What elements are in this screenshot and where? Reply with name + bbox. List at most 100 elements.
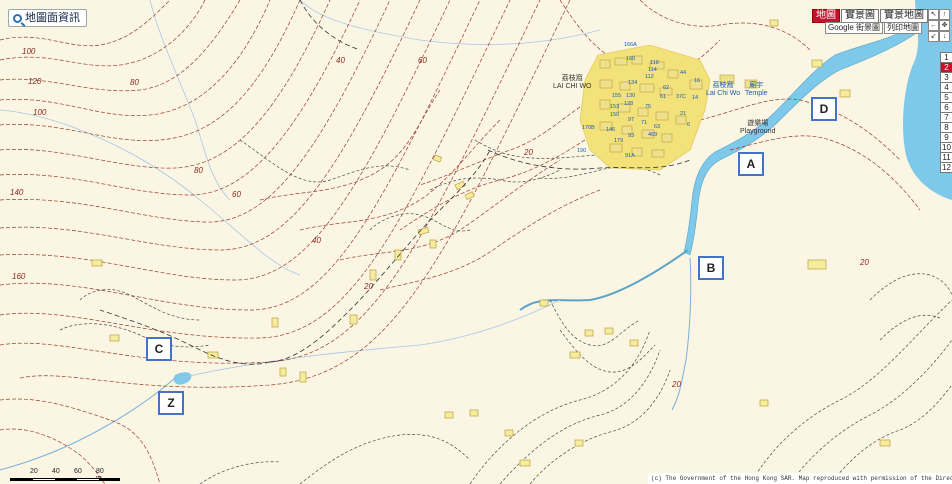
tab-aerial[interactable]: 實景圖 bbox=[841, 9, 879, 23]
contour-label: 120 bbox=[28, 77, 42, 86]
contour-label: 20 bbox=[524, 148, 533, 157]
footpaths bbox=[99, 0, 691, 365]
building-number: 118 bbox=[650, 60, 659, 66]
small-structures bbox=[91, 19, 891, 467]
pan-center-icon[interactable]: ✥ bbox=[939, 20, 950, 31]
place-name-en: Playground bbox=[740, 128, 776, 135]
tab-map[interactable]: 地圖 bbox=[812, 9, 840, 23]
marker-d: D bbox=[811, 97, 837, 121]
stream-south bbox=[671, 257, 692, 411]
contour-lines bbox=[0, 0, 921, 484]
building-number: 134 bbox=[628, 80, 638, 86]
scale-label: 40 bbox=[52, 468, 60, 475]
place-label-lai-chi-wo-small: 荔枝窩 Lai Chi Wo bbox=[706, 82, 740, 98]
contour-label: 160 bbox=[12, 272, 26, 281]
zoom-level-6[interactable]: 6 bbox=[940, 103, 952, 113]
marker-z: Z bbox=[158, 391, 184, 415]
building-number: 62 bbox=[663, 85, 670, 91]
map-tools-row: Google 街景圖 列印地圖 bbox=[825, 22, 923, 34]
building-number: 97 bbox=[628, 117, 635, 123]
place-label-temple: 廟宇 Temple bbox=[745, 82, 768, 98]
tab-aerial-map[interactable]: 實景地圖 bbox=[880, 9, 928, 23]
building-number: 153 bbox=[610, 104, 620, 110]
building-number: 16 bbox=[694, 78, 701, 84]
zoom-level-2[interactable]: 2 bbox=[940, 63, 952, 73]
contour-label: 40 bbox=[312, 236, 321, 245]
map-info-button[interactable]: 地圖面資訊 bbox=[8, 9, 87, 27]
building-number: 469 bbox=[648, 132, 658, 138]
building-number: 146 bbox=[606, 127, 616, 133]
magnifier-icon bbox=[13, 13, 22, 23]
street-view-button[interactable]: Google 街景圖 bbox=[825, 22, 884, 34]
place-label-playground: 遊樂場 Playground bbox=[740, 120, 775, 136]
zoom-level-10[interactable]: 10 bbox=[940, 143, 952, 153]
pan-nw-icon[interactable]: ↖ bbox=[928, 9, 939, 20]
scale-line bbox=[10, 478, 120, 481]
building-number: 93 bbox=[628, 133, 635, 139]
building-number: 21 bbox=[680, 111, 687, 117]
place-name-cn: 荔枝窩 bbox=[712, 82, 734, 89]
place-name-en: Lai Chi Wo bbox=[706, 90, 741, 97]
marker-a: A bbox=[738, 152, 764, 176]
contour-label: 100 bbox=[22, 47, 36, 56]
building-number: 37C bbox=[676, 94, 687, 100]
village-buildings bbox=[599, 55, 758, 158]
stream-nw bbox=[0, 109, 301, 276]
contour-label: 40 bbox=[336, 56, 345, 65]
place-name-cn: 荔枝窩 bbox=[561, 75, 583, 82]
building-number: 14 bbox=[692, 95, 699, 101]
building-number: 6 bbox=[687, 122, 691, 128]
building-number: 91A bbox=[625, 153, 635, 159]
building-number: 63 bbox=[654, 124, 661, 130]
map-info-label: 地圖面資訊 bbox=[25, 12, 80, 24]
building-number: 61 bbox=[660, 94, 667, 100]
zoom-level-4[interactable]: 4 bbox=[940, 83, 952, 93]
building-number: 128 bbox=[624, 101, 634, 107]
contour-label: 20 bbox=[364, 282, 373, 291]
contour-label: 100 bbox=[33, 108, 47, 117]
zoom-level-1[interactable]: 1 bbox=[940, 52, 952, 63]
pan-down-icon[interactable]: ↓ bbox=[939, 31, 950, 42]
stream-n bbox=[299, 0, 601, 45]
zoom-level-11[interactable]: 11 bbox=[940, 153, 952, 163]
contour-lines-dark bbox=[59, 139, 952, 484]
pan-sw-icon[interactable]: ↙ bbox=[928, 31, 939, 42]
marker-c: C bbox=[146, 337, 172, 361]
zoom-level-3[interactable]: 3 bbox=[940, 73, 952, 83]
place-name-en: Temple bbox=[745, 90, 768, 97]
map-type-toolbar: 地圖 實景圖 實景地圖 bbox=[812, 9, 928, 23]
building-number: 130 bbox=[626, 93, 636, 99]
zoom-level-12[interactable]: 12 bbox=[940, 163, 952, 173]
scale-label: 20 bbox=[30, 468, 38, 475]
sea-area bbox=[903, 0, 952, 200]
print-map-button[interactable]: 列印地圖 bbox=[884, 22, 923, 34]
building-number: 114 bbox=[648, 67, 657, 73]
contour-label: 20 bbox=[672, 380, 681, 389]
place-name-en: LAI CHI WO bbox=[553, 83, 592, 90]
contour-label: 60 bbox=[232, 190, 241, 199]
pan-left-icon[interactable]: ← bbox=[928, 20, 939, 31]
building-number: 166A bbox=[624, 42, 637, 48]
building-number: 170B bbox=[582, 125, 595, 131]
building-number: 179 bbox=[614, 138, 624, 144]
zoom-level-7[interactable]: 7 bbox=[940, 113, 952, 123]
building-number: 190 bbox=[577, 148, 587, 154]
zoom-level-8[interactable]: 8 bbox=[940, 123, 952, 133]
marker-b: B bbox=[698, 256, 724, 280]
place-label-lai-chi-wo: 荔枝窩 LAI CHI WO bbox=[553, 75, 592, 91]
pan-up-icon[interactable]: ↑ bbox=[939, 9, 950, 20]
building-number: 112 bbox=[645, 74, 654, 80]
stream-west bbox=[0, 377, 176, 471]
building-number: 75 bbox=[645, 104, 652, 110]
contour-label: 140 bbox=[10, 188, 24, 197]
building-number: 44 bbox=[680, 70, 687, 76]
zoom-level-9[interactable]: 9 bbox=[940, 133, 952, 143]
stream-mid bbox=[179, 299, 561, 379]
building-number: 155 bbox=[612, 93, 622, 99]
building-number: 150 bbox=[610, 112, 620, 118]
zoom-level-5[interactable]: 5 bbox=[940, 93, 952, 103]
river-channel bbox=[683, 24, 919, 256]
contour-label: 80 bbox=[194, 166, 203, 175]
